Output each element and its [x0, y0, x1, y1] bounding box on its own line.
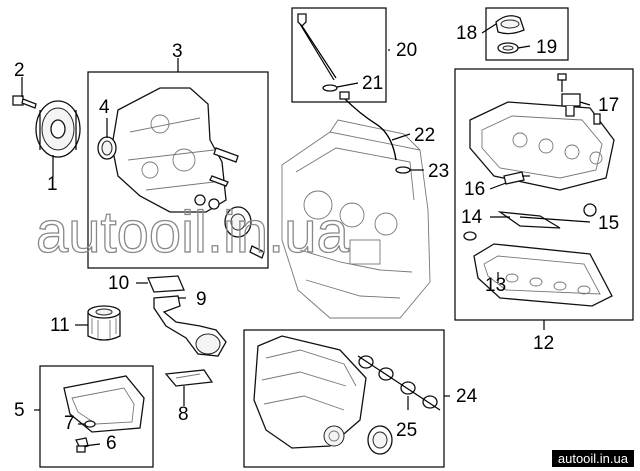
callout-5: 5 — [14, 400, 25, 421]
valve-cover-bolt-part — [557, 73, 601, 125]
callout-18: 18 — [456, 23, 477, 44]
callout-14: 14 — [461, 207, 483, 228]
oil-cap-group-box — [485, 7, 569, 61]
callout-9: 9 — [196, 289, 207, 310]
timing-cover-bolt-part — [194, 147, 239, 210]
watermark-text: autooil.in.ua — [36, 200, 350, 265]
callout-13: 13 — [485, 275, 506, 296]
oil-pickup-gasket-part — [147, 275, 185, 293]
callout-3: 3 — [172, 41, 183, 62]
intake-manifold-part — [253, 335, 367, 449]
crank-pulley-part — [35, 100, 81, 158]
oil-baffle-part — [164, 369, 214, 387]
leader-lines — [21, 23, 591, 447]
callout-19: 19 — [536, 37, 557, 58]
throttle-body-gasket-part — [367, 425, 393, 455]
dipstick-group-box — [291, 7, 387, 103]
crank-bolt-part — [12, 95, 37, 109]
spark-plug-tube-seal-part — [463, 203, 597, 241]
dipstick-o-ring-part — [322, 84, 338, 92]
callout-6: 6 — [106, 433, 117, 454]
oil-pan-part — [63, 375, 145, 433]
callout-22: 22 — [414, 125, 435, 146]
pcv-valve-part — [503, 171, 530, 185]
front-seal-part — [97, 136, 117, 160]
callout-17: 17 — [598, 95, 619, 116]
oil-filter-part — [87, 305, 121, 341]
timing-cover-part — [111, 87, 227, 213]
dipstick-tube-part — [339, 91, 397, 161]
callout-25: 25 — [396, 420, 417, 441]
drain-plug-washer-part — [84, 420, 96, 428]
valve-cover-gasket-part — [473, 243, 613, 307]
oil-pump-gear-part — [224, 206, 265, 259]
dipstick-part — [297, 13, 337, 81]
callout-7: 7 — [64, 413, 75, 434]
drain-plug-part — [75, 437, 89, 453]
engine-block-part — [281, 119, 431, 319]
callout-11: 11 — [50, 315, 70, 336]
valve-cover-part — [469, 101, 615, 191]
camshaft-sensor-part — [561, 93, 581, 117]
callout-23: 23 — [428, 161, 449, 182]
oil-pan-group-box — [39, 365, 154, 468]
footer-watermark-tag: autooil.in.ua — [551, 450, 634, 467]
intake-gasket-part — [357, 355, 441, 411]
oil-pickup-tube-part — [153, 295, 227, 357]
oil-filler-cap-part — [495, 15, 525, 35]
callout-24: 24 — [456, 386, 478, 407]
callout-15: 15 — [598, 213, 619, 234]
callout-2: 2 — [14, 60, 25, 81]
callout-4: 4 — [99, 97, 110, 118]
callout-8: 8 — [178, 404, 189, 425]
callout-20: 20 — [396, 40, 417, 61]
callout-21: 21 — [362, 73, 383, 94]
dipstick-tube-o-ring-part — [395, 166, 411, 174]
callout-10: 10 — [108, 273, 129, 294]
callout-1: 1 — [47, 174, 58, 195]
callout-16: 16 — [464, 179, 485, 200]
oil-cap-seal-part — [497, 42, 519, 54]
callout-12: 12 — [533, 333, 554, 354]
intake-manifold-group-box — [243, 329, 445, 468]
